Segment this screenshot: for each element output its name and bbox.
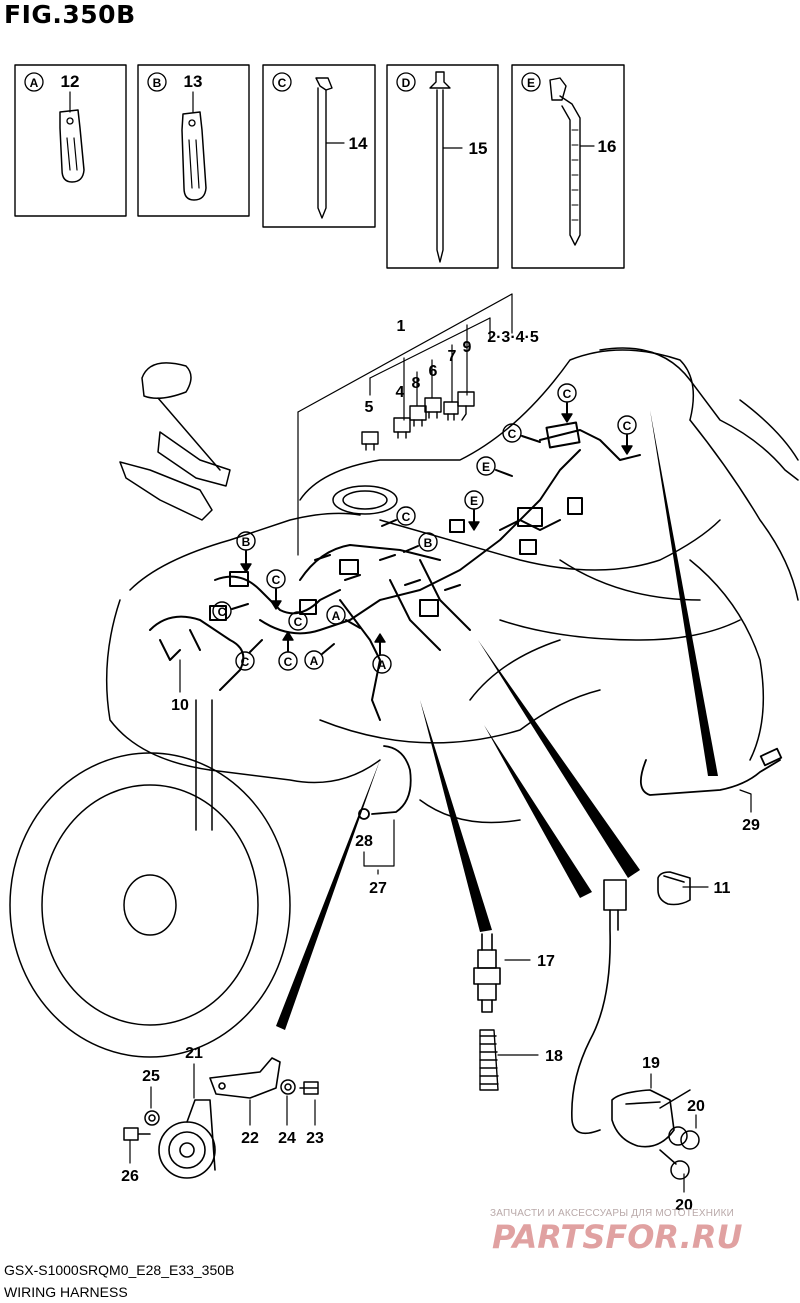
- svg-text:C: C: [402, 510, 411, 524]
- sensor-19[interactable]: [571, 879, 675, 1148]
- relay-5[interactable]: [361, 431, 379, 451]
- svg-text:E: E: [470, 494, 478, 508]
- callout-21: 21: [185, 1045, 203, 1062]
- callout-10: 10: [171, 697, 189, 714]
- callout-28: 28: [355, 833, 373, 850]
- washer-24[interactable]: [280, 1079, 296, 1095]
- inset-d-band-15[interactable]: D 15: [386, 64, 499, 269]
- band-16-part: [559, 95, 581, 246]
- inset-letter: B: [153, 76, 162, 90]
- callout-20-upper: 20: [687, 1098, 705, 1115]
- relay-7[interactable]: [443, 401, 459, 421]
- callout-9: 9: [463, 339, 472, 356]
- relay-group-leader: [297, 293, 513, 556]
- switch-17[interactable]: [473, 933, 501, 1013]
- clamp-11[interactable]: [657, 871, 691, 906]
- svg-text:C: C: [563, 387, 572, 401]
- svg-text:C: C: [294, 615, 303, 629]
- callout-6: 6: [429, 363, 438, 380]
- wire-29[interactable]: [640, 747, 783, 796]
- figure-title: FIG.350B: [4, 0, 136, 29]
- callout-1: 1: [397, 318, 406, 335]
- boot-18[interactable]: [479, 1029, 499, 1091]
- callout-2-3-4-5: 2·3·4·5: [487, 329, 539, 346]
- callout-18: 18: [545, 1048, 563, 1065]
- svg-text:C: C: [284, 655, 293, 669]
- leader-wedges: [276, 410, 718, 1030]
- relay-8[interactable]: [409, 405, 427, 427]
- callout-4: 4: [396, 384, 405, 401]
- horn-21[interactable]: [158, 1099, 216, 1179]
- callout-20-lower: 20: [675, 1197, 693, 1214]
- bolt-26[interactable]: [123, 1127, 151, 1141]
- callout-7: 7: [448, 348, 457, 365]
- section-name: WIRING HARNESS: [4, 1284, 128, 1300]
- callout-8: 8: [412, 375, 421, 392]
- motorcycle-outline: [9, 347, 799, 1058]
- callout-5: 5: [365, 399, 374, 416]
- callout-26: 26: [121, 1168, 139, 1185]
- svg-text:A: A: [332, 609, 341, 623]
- clamp-13-part: [181, 111, 207, 201]
- callout-25: 25: [142, 1068, 160, 1085]
- inset-letter: E: [527, 76, 535, 90]
- relay-4[interactable]: [393, 417, 411, 439]
- svg-text:B: B: [242, 535, 251, 549]
- inset-letter: C: [278, 76, 287, 90]
- bolt-23[interactable]: [299, 1081, 319, 1095]
- inset-e-band-16[interactable]: E 16: [511, 64, 625, 269]
- callout-27: 27: [369, 880, 387, 897]
- callout-22: 22: [241, 1130, 259, 1147]
- relay-6[interactable]: [424, 397, 442, 419]
- ground-wire-27[interactable]: [358, 745, 412, 820]
- part-label: 13: [184, 72, 203, 91]
- inset-letter: A: [30, 76, 39, 90]
- inset-a-clamp-12[interactable]: A 12: [14, 64, 127, 217]
- callout-11: 11: [714, 880, 731, 897]
- part-label: 15: [469, 139, 488, 158]
- bolt-20-upper[interactable]: [659, 1089, 700, 1150]
- svg-text:A: A: [378, 658, 387, 672]
- svg-text:C: C: [241, 655, 250, 669]
- part-label: 16: [598, 137, 617, 156]
- svg-text:C: C: [508, 427, 517, 441]
- part-label: 12: [61, 72, 80, 91]
- band-15-part: [436, 89, 444, 263]
- callout-19: 19: [642, 1055, 660, 1072]
- clamp-12-part: [59, 109, 85, 183]
- svg-text:C: C: [272, 573, 281, 587]
- leader-lines: [129, 659, 752, 1193]
- svg-text:E: E: [482, 460, 490, 474]
- callout-23: 23: [306, 1130, 324, 1147]
- washer-25[interactable]: [144, 1110, 160, 1126]
- model-code: GSX-S1000SRQM0_E28_E33_350B: [4, 1262, 235, 1278]
- svg-text:A: A: [310, 654, 319, 668]
- band-14-part: [317, 87, 327, 219]
- callout-24: 24: [278, 1130, 296, 1147]
- clamp-markers: C C C C C C C C C B B E E A A A: [212, 383, 637, 674]
- svg-text:B: B: [424, 536, 433, 550]
- inset-letter: D: [402, 76, 411, 90]
- bolt-20-lower[interactable]: [659, 1149, 690, 1180]
- svg-text:C: C: [623, 419, 632, 433]
- horn-bracket-22[interactable]: [209, 1057, 281, 1099]
- svg-text:C: C: [218, 605, 227, 619]
- relay-9[interactable]: [457, 391, 475, 421]
- inset-c-band-14[interactable]: C 14: [262, 64, 376, 228]
- part-label: 14: [349, 134, 368, 153]
- callout-17: 17: [537, 953, 555, 970]
- watermark-tagline: ЗАПЧАСТИ И АКСЕССУАРЫ ДЛЯ МОТОТЕХНИКИ: [490, 1208, 735, 1219]
- main-wiring-harness[interactable]: [149, 421, 641, 721]
- inset-b-clamp-13[interactable]: B 13: [137, 64, 250, 217]
- callout-29: 29: [742, 817, 760, 834]
- watermark-brand: PARTSFOR.RU: [492, 1218, 743, 1256]
